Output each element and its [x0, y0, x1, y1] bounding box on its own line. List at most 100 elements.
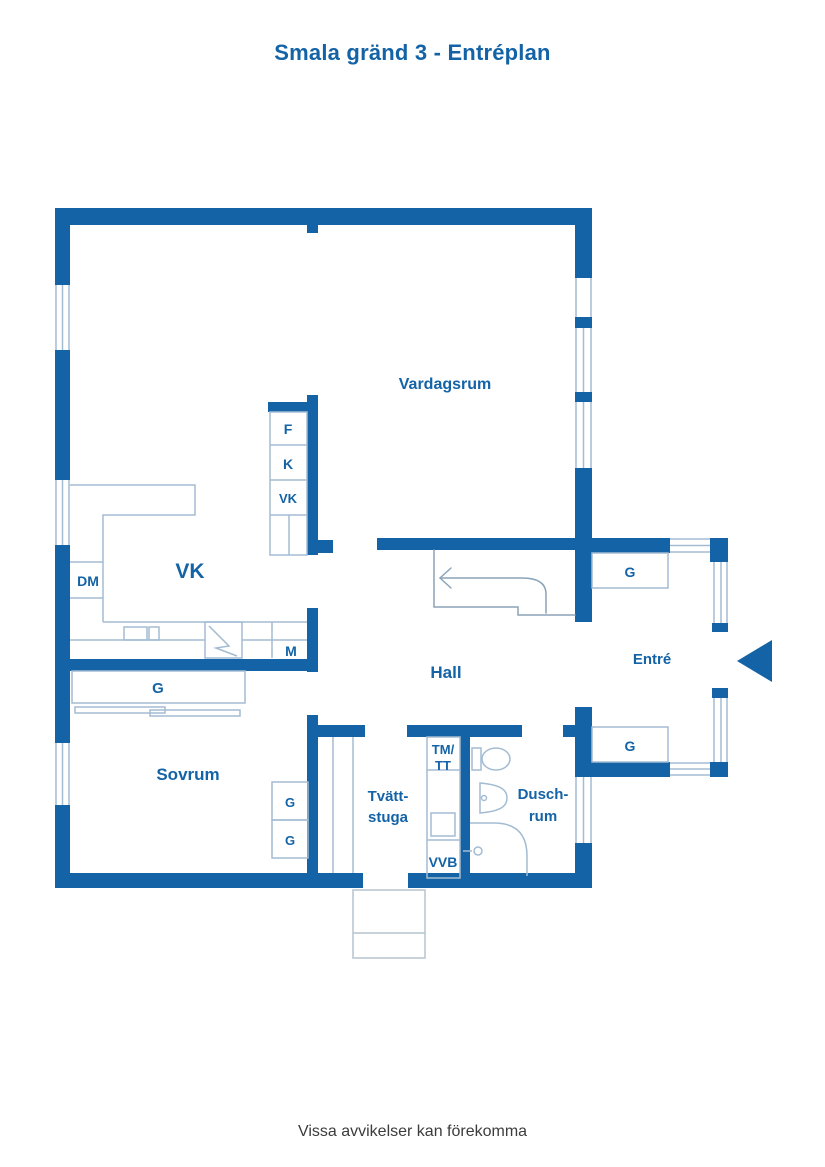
wall-entry-corner-bottom [710, 762, 728, 777]
room-label-vardagsrum: Vardagsrum [399, 376, 491, 393]
porch-outline [352, 889, 426, 959]
cabinet-dividers [270, 444, 307, 555]
bathroom-sink [479, 782, 508, 814]
wall-right-1 [575, 208, 592, 278]
window-entry-right-2 [713, 698, 728, 762]
entrance-arrow-icon [737, 640, 772, 682]
window-entry-right-1 [713, 562, 728, 623]
wall-hall-top [377, 538, 575, 550]
wall-entry-cap-1 [712, 623, 728, 632]
room-label-sovrum: Sovrum [156, 765, 219, 784]
fixture-label-washer-dryer-line2: TT [435, 758, 451, 773]
laundry-fixtures [332, 736, 461, 879]
counter-bottom [70, 621, 307, 658]
fixture-label-microwave: M [285, 643, 297, 659]
kitchen-fixtures [70, 411, 308, 659]
entry-walls [592, 538, 772, 777]
fixture-labels: F K VK DM M G G G G G TM/ TT VVB [77, 421, 635, 870]
wall-entry-corner-top [710, 538, 728, 562]
water-heater-box [430, 812, 456, 837]
fixture-label-wardrobe-bedroom-right-1: G [285, 795, 295, 810]
stove [204, 621, 243, 659]
bathroom-fixtures [463, 747, 528, 876]
laundry-closet-doors [332, 737, 354, 873]
room-label-tvattstuga-line1: Tvätt- [368, 788, 409, 805]
room-label-duschrum-line1: Dusch- [518, 786, 569, 803]
windows [55, 278, 728, 843]
stair-arrow [439, 577, 547, 614]
stairs [433, 549, 576, 616]
wall-right-2 [575, 317, 592, 328]
wall-top [55, 208, 592, 225]
stair-arrowhead-icon [439, 567, 452, 589]
window-left-1 [55, 285, 70, 350]
exterior-walls [55, 208, 592, 888]
sink-tap-icon [480, 794, 488, 802]
wall-bedroom-top [60, 659, 318, 671]
room-label-hall: Hall [430, 663, 461, 682]
appliance-dividers [427, 769, 460, 841]
stair-outline [433, 549, 576, 616]
wall-entry-bottom [592, 762, 670, 777]
wall-left-2 [55, 350, 70, 480]
room-label-duschrum-line2: rum [529, 808, 557, 825]
wall-kitchen-door-stub [318, 540, 333, 553]
wall-left-1 [55, 208, 70, 285]
window-right-1 [575, 328, 592, 392]
wall-shower-stub [563, 725, 575, 737]
counter-left [70, 484, 196, 622]
fixture-label-cabinet: VK [279, 491, 298, 506]
disclaimer-text: Vissa avvikelser kan förekomma [297, 1123, 528, 1140]
wall-left-3 [55, 545, 70, 743]
wall-bedroom-divider [307, 715, 318, 873]
wall-top-stub [307, 225, 318, 233]
window-right-3 [575, 777, 592, 843]
wall-left-4 [55, 805, 70, 888]
wall-kitchen-divider-upper [307, 395, 318, 555]
interior-walls [60, 395, 575, 888]
porch-steps [352, 889, 426, 959]
fixture-label-wardrobe-entry-top: G [625, 564, 636, 580]
wall-kitchen-divider-lower [307, 608, 318, 672]
fixture-label-water-heater: VVB [429, 854, 458, 870]
window-left-3 [55, 743, 70, 805]
stove-bolt-icon [208, 625, 238, 657]
fixture-label-freezer: F [284, 421, 293, 437]
fixture-label-washer-dryer-line1: TM/ [432, 742, 455, 757]
fixture-label-fridge: K [283, 456, 293, 472]
wall-right-3 [575, 392, 592, 402]
room-label-entre: Entré [633, 651, 671, 668]
wardrobe-entry-top [591, 552, 669, 589]
window-right-2 [575, 402, 592, 468]
wall-laundry-stub [318, 725, 365, 737]
wall-bottom-left [55, 873, 363, 888]
wardrobe-entry-bottom [591, 726, 669, 763]
window-right-opening [575, 278, 592, 317]
wardrobes [71, 552, 669, 859]
wardrobe-bedroom-right-2 [271, 819, 309, 859]
fixture-label-dishwasher: DM [77, 573, 99, 589]
wall-entry-cap-2 [712, 688, 728, 698]
wall-entry-top [592, 538, 670, 553]
wall-laundry-shower-divider [460, 725, 470, 888]
page-title: Smala gränd 3 - Entréplan [274, 40, 551, 65]
sink-bowl-1 [123, 626, 148, 641]
window-entry-bottom [670, 762, 710, 776]
fixture-label-wardrobe-bedroom-top: G [152, 680, 164, 697]
wall-right-4 [575, 468, 592, 622]
fixture-label-wardrobe-entry-bottom: G [625, 738, 636, 754]
appliance-column [426, 736, 461, 879]
window-entry-top [670, 538, 710, 553]
sink-bowl-2 [148, 626, 160, 641]
room-label-tvattstuga-line2: stuga [368, 809, 409, 826]
wardrobe-bedroom-top [71, 670, 246, 704]
toilet-tank [471, 747, 482, 771]
window-left-2 [55, 480, 70, 545]
fixture-label-wardrobe-bedroom-right-2: G [285, 833, 295, 848]
shower-enclosure [470, 822, 528, 876]
toilet-bowl [481, 747, 511, 771]
wall-bottom-right [408, 873, 592, 888]
wall-cabinet-cap [268, 402, 308, 412]
